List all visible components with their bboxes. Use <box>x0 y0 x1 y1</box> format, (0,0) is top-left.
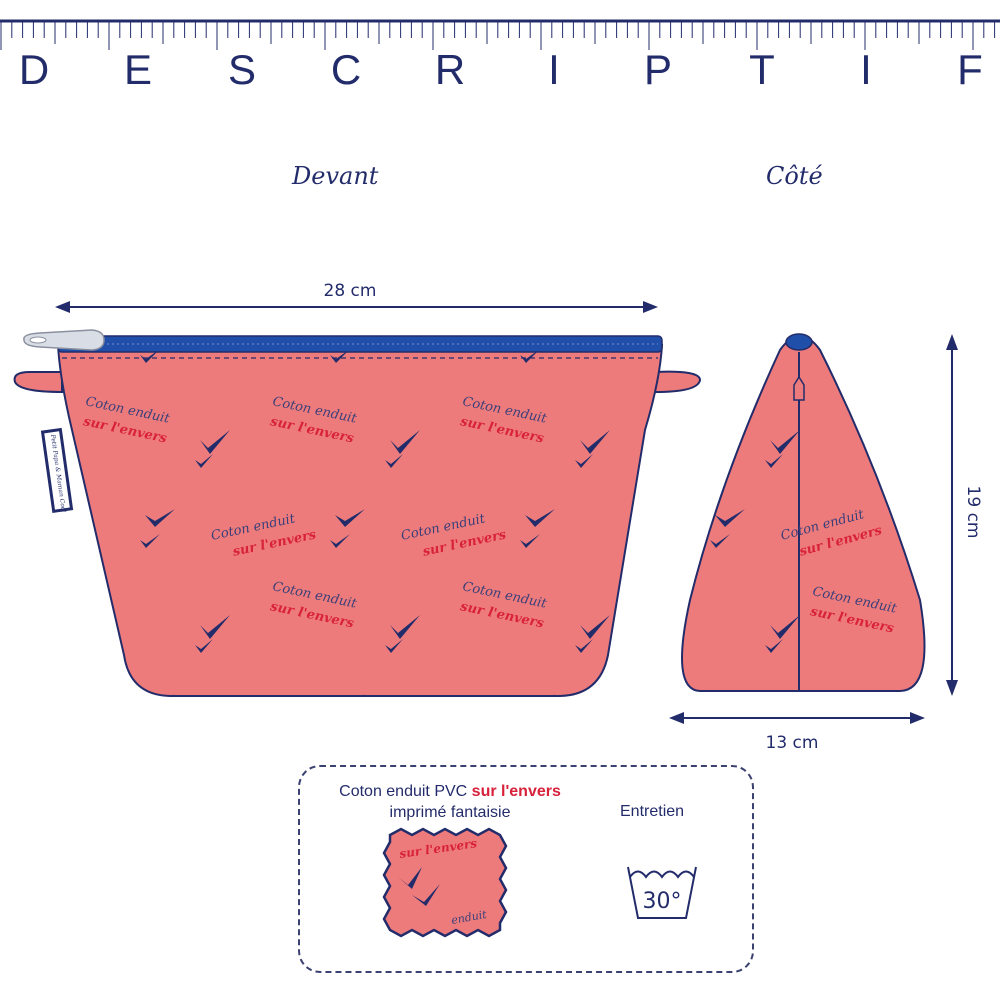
side-pouch: Coton enduit sur l'envers Coton enduit s… <box>681 333 926 692</box>
title-letter: E <box>123 46 152 93</box>
zipper-pull-icon <box>23 329 105 351</box>
side-view-label: Côté <box>766 162 823 190</box>
title-letter: D <box>18 46 50 93</box>
width-label: 28 cm <box>324 281 377 301</box>
title-letter: F <box>957 46 983 93</box>
fabric-description: Coton enduit PVC sur l'envers imprimé fa… <box>300 781 600 823</box>
title-letter: I <box>860 46 872 93</box>
page-title: D E S C R I P T I F <box>14 46 990 94</box>
fabric-highlight: sur l'envers <box>471 783 561 800</box>
fabric-label: Coton enduit PVC <box>339 783 472 800</box>
right-tab <box>654 370 702 394</box>
brand-label-tag: Petit Papa & Maman Cool <box>40 427 74 513</box>
height-dimension: 19 cm <box>946 334 983 696</box>
depth-dimension: 13 cm <box>669 712 925 753</box>
depth-label: 13 cm <box>766 733 819 753</box>
wash-temperature: 30° <box>643 889 682 914</box>
left-tab <box>13 371 63 394</box>
zipper-pull-icon <box>793 375 805 401</box>
width-dimension: 28 cm <box>55 281 658 313</box>
check-mark-icon <box>398 867 422 889</box>
front-pouch: Coton enduit sur l'envers Coton enduit s… <box>13 329 702 697</box>
title-letter: C <box>330 46 362 93</box>
title-letter: T <box>749 46 775 93</box>
title-letter: P <box>643 46 672 93</box>
zipper-end <box>785 333 813 351</box>
height-label: 19 cm <box>963 486 983 539</box>
wash-30-icon: 30° <box>627 866 697 919</box>
fabric-label-line2: imprimé fantaisie <box>389 804 511 821</box>
material-legend: Coton enduit PVC sur l'envers imprimé fa… <box>298 765 754 973</box>
fabric-swatch: sur l'envers enduit <box>382 827 508 938</box>
title-letter: I <box>548 46 560 93</box>
check-mark-icon <box>412 884 440 906</box>
swatch-print-text: enduit <box>450 908 488 927</box>
title-letter: R <box>434 46 466 93</box>
title-letter: S <box>227 46 256 93</box>
care-title: Entretien <box>620 803 685 820</box>
front-view-label: Devant <box>292 162 379 190</box>
ruler <box>0 19 1000 50</box>
